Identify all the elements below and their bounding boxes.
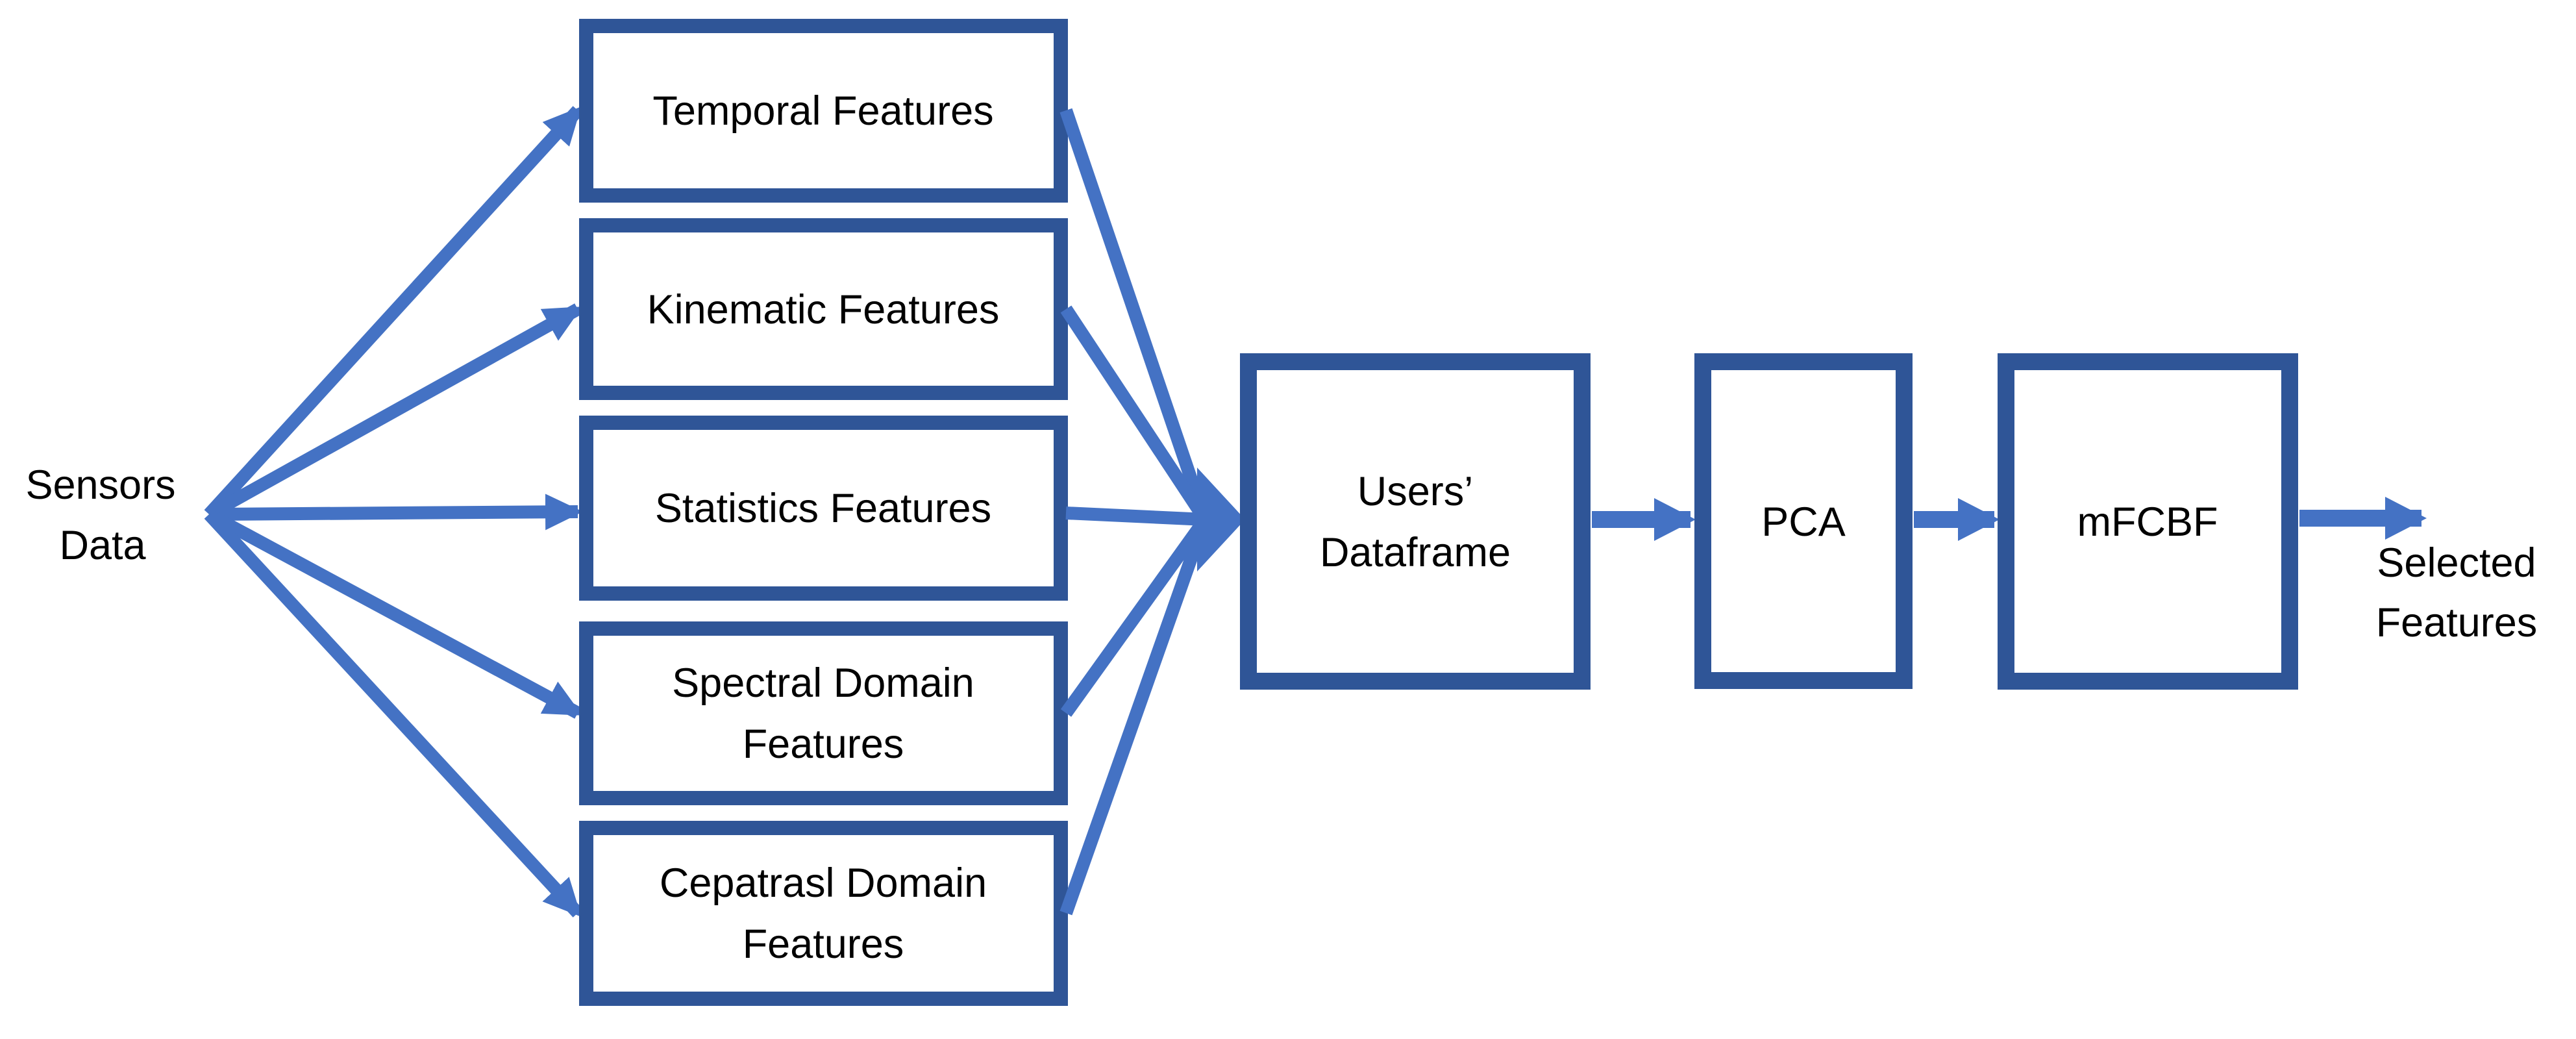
selected-features-label: Selected Features	[2376, 540, 2538, 645]
box-mfcbf-border	[1998, 353, 2298, 690]
box-temporal-features: Temporal Features	[579, 19, 1068, 203]
connector-spectral-to-dataframe-icon	[1060, 516, 1211, 717]
connector-kinematic-to-dataframe-icon	[1060, 305, 1211, 523]
box-statistics-features: Statistics Features	[579, 416, 1068, 601]
selected-features-line2: Features	[2376, 600, 2538, 645]
selected-features-line1: Selected	[2377, 540, 2536, 586]
box-kinematic-features: Kinematic Features	[579, 218, 1068, 400]
sensors-data-line1: Sensors	[25, 462, 175, 508]
box-spectral-domain-features-label-line1: Spectral Domain	[672, 660, 974, 706]
connector-cepatrasl-to-dataframe-icon	[1059, 517, 1211, 916]
box-kinematic-features-label: Kinematic Features	[647, 287, 1000, 332]
sensors-data-line2: Data	[59, 523, 146, 568]
box-users-dataframe-label-line2: Dataframe	[1320, 530, 1511, 575]
arrow-sensors-to-cepatrasl-icon	[204, 510, 583, 918]
converging-connectors	[1059, 108, 1211, 916]
connector-temporal-to-dataframe-icon	[1059, 108, 1211, 522]
box-temporal-features-label: Temporal Features	[652, 88, 993, 134]
box-users-dataframe-border	[1240, 353, 1591, 690]
box-mfcbf-label: mFCBF	[2077, 499, 2218, 545]
arrow-sensors-to-spectral-icon	[206, 508, 583, 719]
box-users-dataframe-label-line1: Users’	[1357, 469, 1474, 514]
sensors-data-label: Sensors Data	[25, 462, 175, 568]
box-cepatrasl-domain-features-label-line2: Features	[743, 921, 904, 967]
box-users-dataframe: Users’ Dataframe	[1240, 353, 1591, 690]
box-statistics-features-border	[579, 416, 1068, 601]
feature-boxes: Temporal Features Kinematic Features Sta…	[579, 19, 1068, 1006]
box-spectral-domain-features: Spectral Domain Features	[579, 621, 1068, 805]
box-pca: PCA	[1694, 353, 1913, 689]
fanout-arrows	[204, 106, 583, 918]
box-pca-label: PCA	[1761, 499, 1846, 545]
box-cepatrasl-domain-features-border	[579, 821, 1068, 1006]
box-kinematic-features-border	[579, 218, 1068, 400]
connector-statistics-to-dataframe-icon	[1065, 507, 1206, 526]
box-cepatrasl-domain-features: Cepatrasl Domain Features	[579, 821, 1068, 1006]
box-pca-border	[1694, 353, 1913, 689]
box-cepatrasl-domain-features-label-line1: Cepatrasl Domain	[660, 860, 987, 906]
box-mfcbf: mFCBF	[1998, 353, 2298, 690]
arrow-sensors-to-kinematic-icon	[206, 303, 582, 520]
merge-arrowhead-icon	[1197, 468, 1245, 571]
box-statistics-features-label: Statistics Features	[655, 486, 991, 531]
arrow-sensors-to-statistics-icon	[208, 494, 583, 531]
box-temporal-features-border	[579, 19, 1068, 203]
box-spectral-domain-features-label-line2: Features	[743, 721, 904, 767]
arrow-sensors-to-temporal-icon	[204, 106, 583, 519]
box-spectral-domain-features-border	[579, 621, 1068, 805]
